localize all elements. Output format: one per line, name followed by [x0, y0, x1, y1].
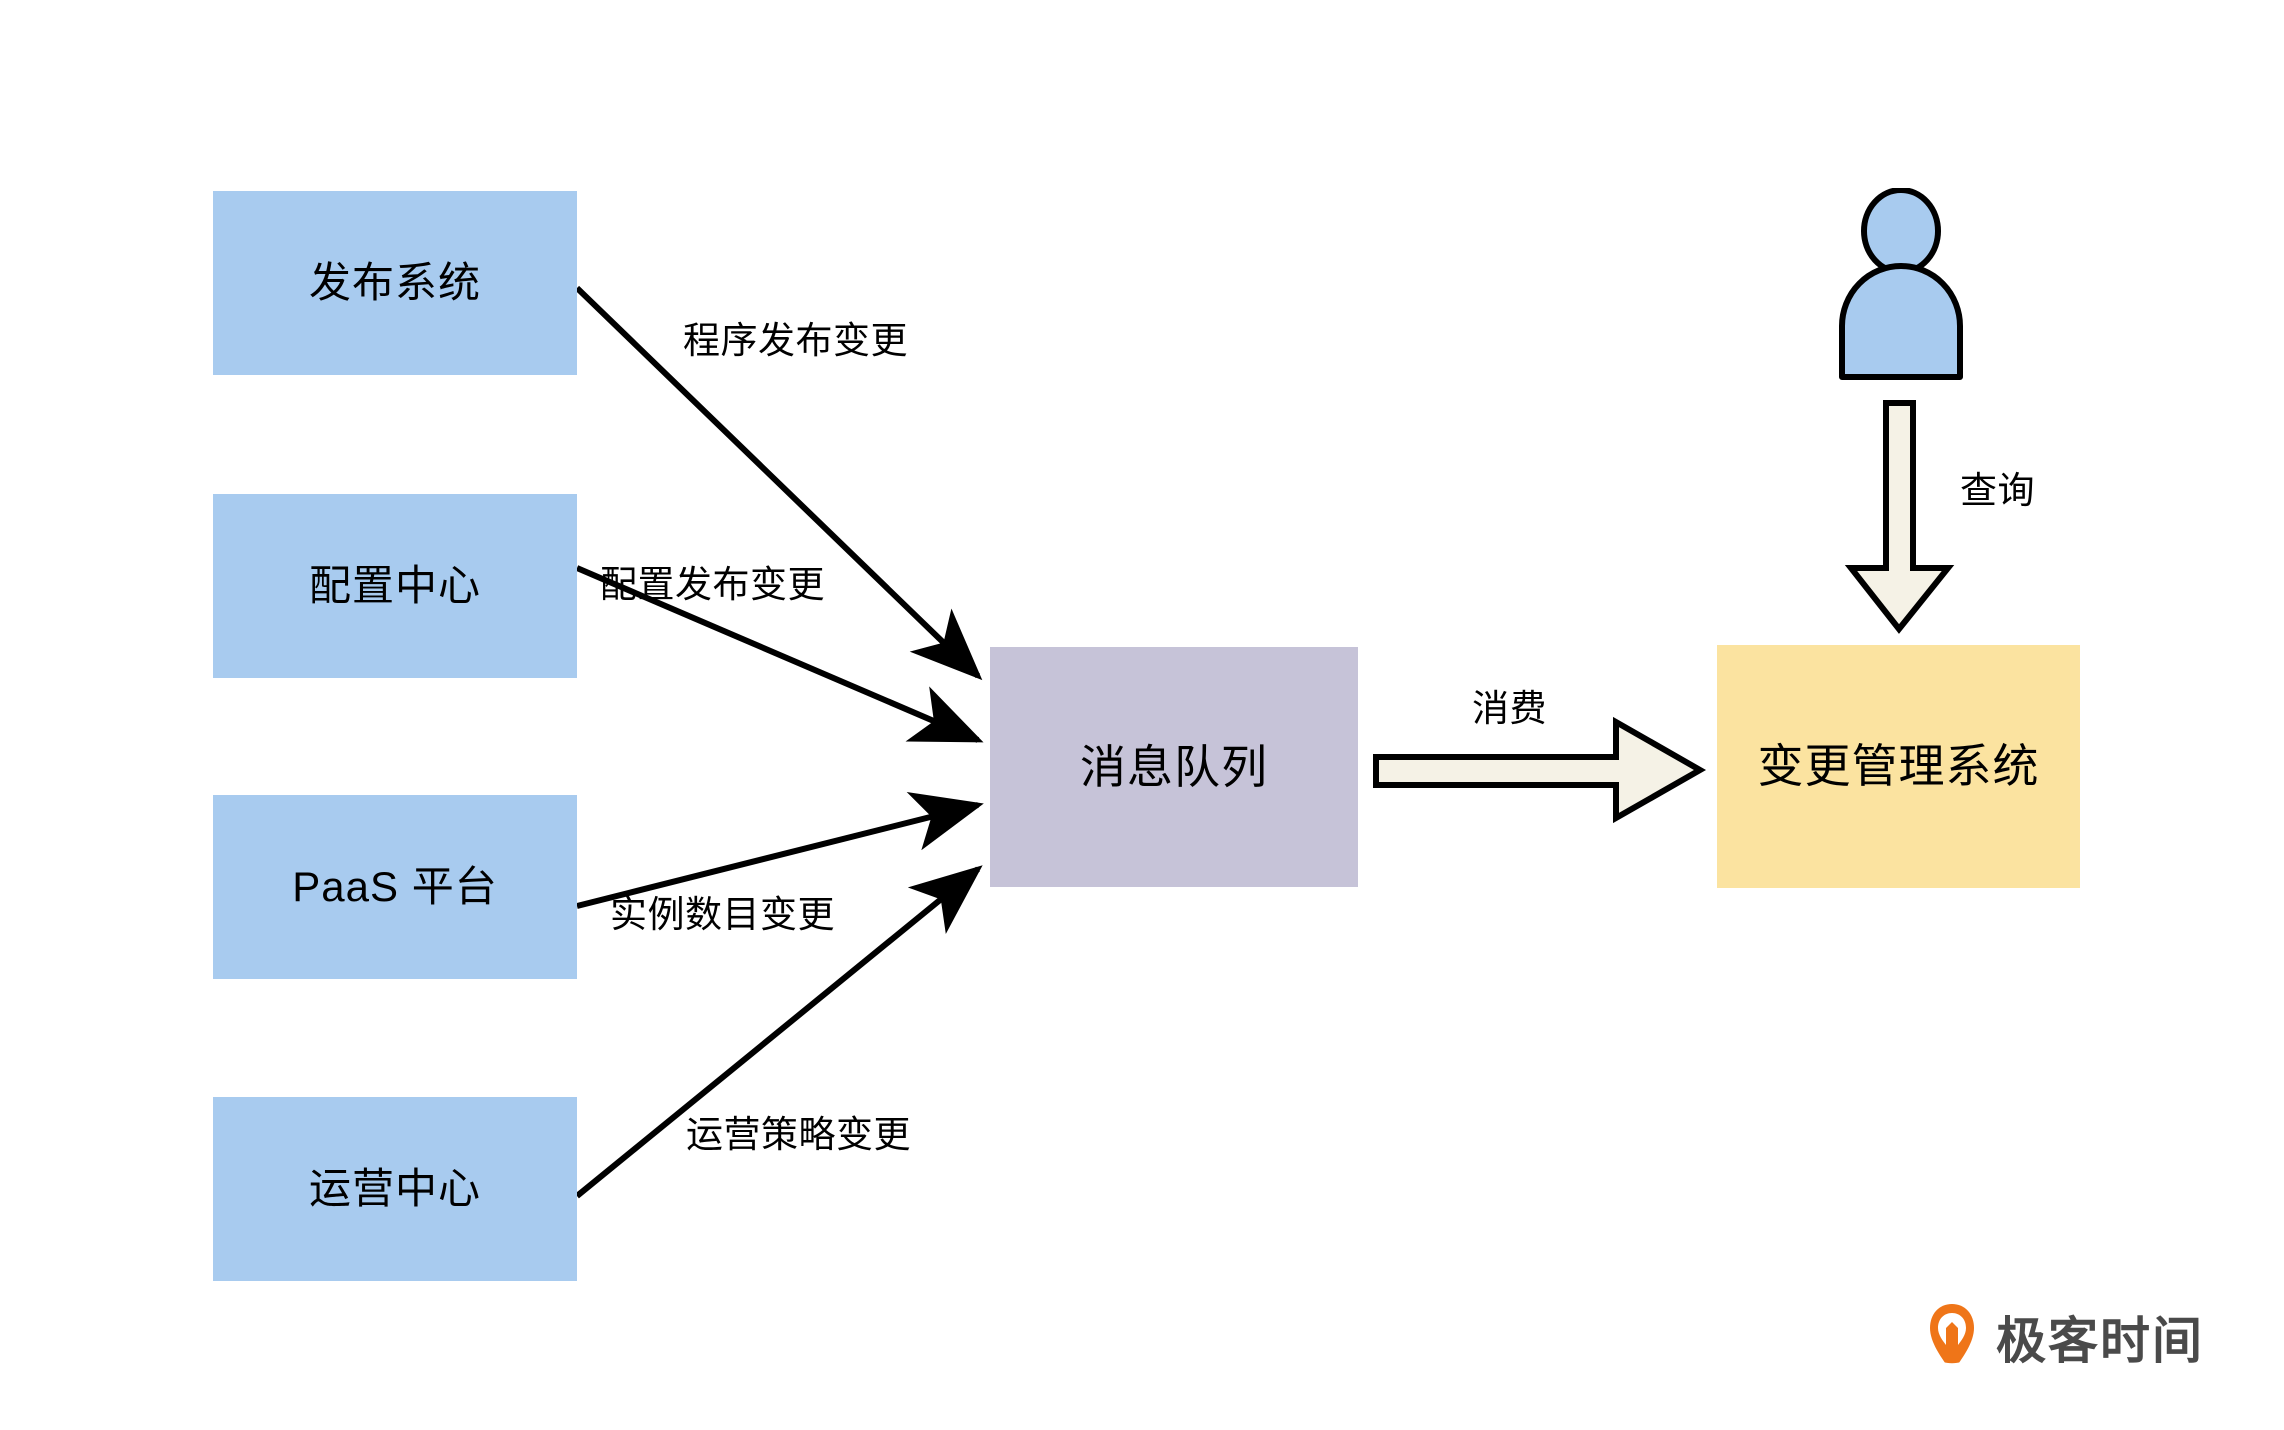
node-label: 配置中心: [308, 561, 481, 609]
edge-label-consume: 消费: [1472, 688, 1547, 729]
node-release-system[interactable]: 发布系统: [213, 191, 577, 375]
edge-label-operation-policy-change: 运营策略变更: [686, 1114, 911, 1155]
logo-text: 极客时间: [1996, 1313, 2204, 1369]
edge-label-program-release-change: 程序发布变更: [683, 320, 908, 361]
node-message-queue[interactable]: 消息队列: [990, 647, 1358, 887]
node-config-center[interactable]: 配置中心: [213, 494, 577, 678]
edge-paas-to-queue: [576, 792, 984, 909]
node-operation-center[interactable]: 运营中心: [213, 1097, 577, 1281]
node-label: 运营中心: [308, 1164, 481, 1212]
node-label: PaaS 平台: [292, 862, 498, 910]
geektime-logo-icon: [1930, 1304, 1974, 1376]
edge-query-block-arrow: [1844, 400, 1955, 634]
geektime-logo: 极客时间: [1928, 1298, 2228, 1384]
edge-label-query: 查询: [1960, 470, 2035, 511]
edge-consume-block-arrow: [1373, 716, 1707, 824]
person-icon: [1839, 188, 1963, 380]
node-paas-platform[interactable]: PaaS 平台: [213, 795, 577, 979]
node-label: 消息队列: [1080, 740, 1268, 793]
node-label: 变更管理系统: [1757, 740, 2040, 793]
edge-label-instance-count-change: 实例数目变更: [610, 894, 835, 935]
node-label: 发布系统: [308, 258, 481, 306]
node-change-management-system[interactable]: 变更管理系统: [1717, 645, 2080, 888]
edge-label-config-release-change: 配置发布变更: [600, 564, 825, 605]
